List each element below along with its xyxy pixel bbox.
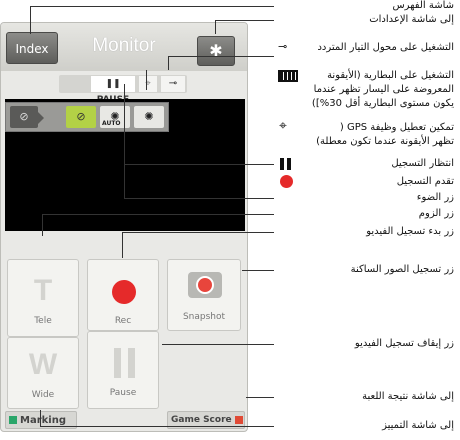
marking-button[interactable]: Marking [5,411,77,429]
rec-button[interactable]: Rec [87,259,159,331]
callout-line [30,6,274,7]
light-auto-option[interactable]: ✺ AUTO [100,106,130,128]
zoom-wide-button[interactable]: W Wide [7,337,79,409]
light-on-option[interactable]: ✺ [134,106,164,128]
camera-icon [188,272,222,298]
annotation-gps-1: تمكين تعطيل وظيفة GPS ( [339,122,454,133]
light-off-icon[interactable]: ⊘ [10,106,38,128]
record-status-indicator: ❚❚ PAUSE [91,76,135,105]
annotation-settings-screen: إلى شاشة الإعدادات [369,14,454,25]
light-button-bar[interactable]: ⊘ ⊘ ✺ AUTO ✺ [5,102,169,132]
light-auto-icon: ✺ [110,110,120,123]
callout-line [168,56,169,70]
wide-label: Wide [31,390,55,400]
callout-line [30,6,31,34]
ac-plug-icon: ⊸ [278,40,288,53]
light-on-icon: ✺ [144,110,154,123]
annotation-battery-1: التشغيل على البطارية (الأيقونة [327,70,454,81]
game-score-button[interactable]: Game Score [167,411,245,429]
gps-off-icon: ⌖ [279,118,287,134]
callout-line [124,120,125,198]
callout-line [122,232,123,258]
callout-line [146,70,147,90]
annotation-index-screen: شاشة الفهرس [392,0,454,11]
annotation-battery-2: المعروضة على اليسار تظهر عندما [313,84,454,95]
callout-line [124,164,274,165]
callout-line [42,214,274,215]
pause-icon [280,158,292,170]
rec-label: Rec [114,316,132,326]
marking-label: Marking [20,415,66,426]
callout-line [246,397,274,398]
light-off-option[interactable]: ⊘ [66,106,96,128]
annotation-record-progress: تقدم التسجيل [396,176,454,187]
marking-color-icon [9,416,17,424]
light-auto-label: AUTO [102,120,121,127]
callout-line [168,56,274,57]
annotation-video-start: زر بدء تسجيل الفيديو [366,226,454,237]
annotation-ac-power: التشغيل على محول التيار المتردد [317,42,454,53]
status-bar: ❚❚ PAUSE ⌖ ⊸ [59,75,187,105]
annotation-zoom-button: زر الزوم [418,208,454,219]
annotation-video-stop: زر إيقاف تسجيل الفيديو [354,338,454,349]
annotation-light-button: زر الضوء [416,192,454,203]
callout-line [215,20,216,34]
callout-line [40,426,274,427]
callout-line [42,214,43,236]
callout-line [124,198,274,199]
ac-plug-icon: ⊸ [161,76,185,92]
wide-letter: W [28,348,58,381]
callout-line [215,20,274,21]
battery-icon [278,70,298,82]
game-score-color-icon [234,415,243,424]
record-icon [280,175,293,188]
tele-letter: T [33,274,53,307]
annotation-marking-screen: إلى شاشة التمييز [382,420,454,431]
snapshot-button[interactable]: Snapshot [167,259,241,331]
tele-label: Tele [34,316,52,326]
callout-line [162,344,274,345]
pause-icon: ❚❚ [105,79,121,89]
game-score-label: Game Score [171,415,232,425]
annotation-gps-2: تظهر الأيقونة عندما تكون معطلة) [316,136,454,147]
annotation-battery-3: يكون مستوى البطارية أقل 30%]) [311,98,454,109]
pause-label: Pause [109,388,137,398]
settings-button[interactable]: ✱ [197,36,235,66]
pause-icon [114,348,136,378]
gps-off-icon: ⌖ [139,76,157,92]
record-icon [112,280,136,304]
snapshot-label: Snapshot [182,312,226,322]
callout-line [122,232,274,233]
pause-button[interactable]: Pause [87,331,159,409]
zoom-tele-button[interactable]: T Tele [7,259,79,337]
index-button[interactable]: Index [6,32,58,64]
annotation-record-standby: انتظار التسجيل [391,158,454,169]
annotation-snapshot-button: زر تسجيل الصور الساكنة [350,264,454,275]
light-selector-arrow-icon [38,112,44,124]
screen-title: Monitor [92,35,156,56]
callout-line [242,270,274,271]
callout-line [40,410,41,426]
annotation-game-score-screen: إلى شاشة نتيجة اللعبة [362,391,454,402]
top-bar: Index Monitor ✱ [1,23,247,71]
light-off-icon: ⊘ [76,110,86,123]
gear-icon: ✱ [209,41,223,60]
